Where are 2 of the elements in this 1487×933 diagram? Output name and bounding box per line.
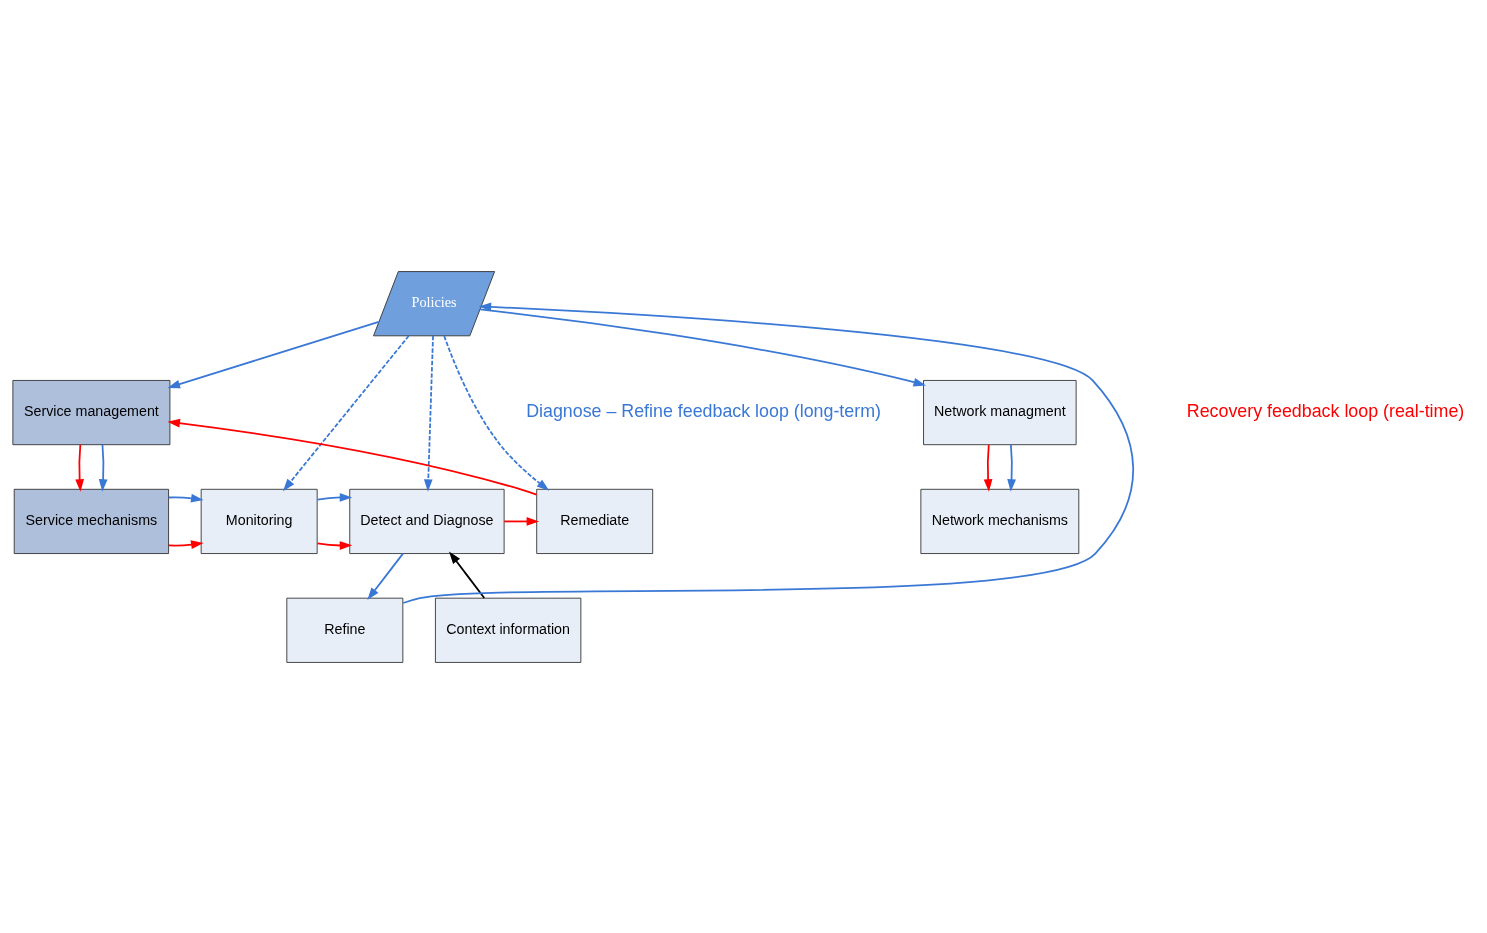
- label: Diagnose – Refine feedback loop (long-term): [526, 400, 881, 421]
- label: Recovery feedback loop (real-time): [1186, 400, 1465, 421]
